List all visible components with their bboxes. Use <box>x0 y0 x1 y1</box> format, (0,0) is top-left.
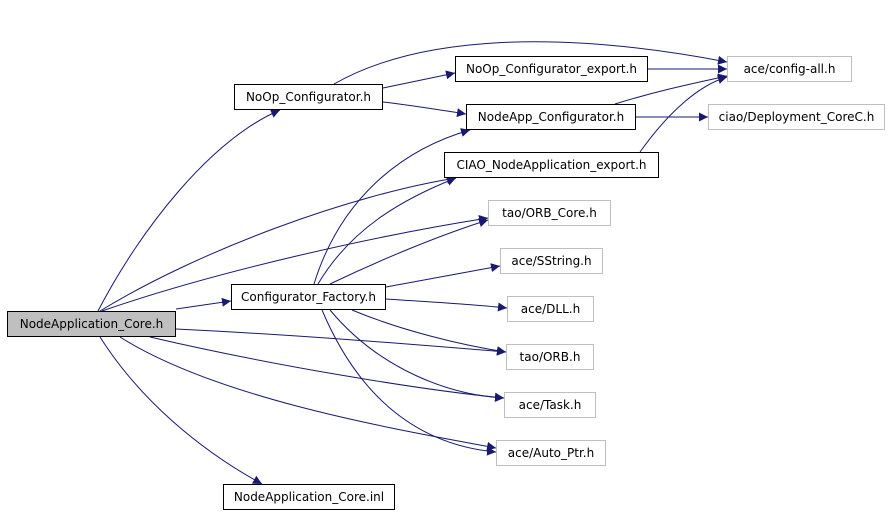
node-nodeapp-configurator-h[interactable]: NodeApp_Configurator.h <box>466 104 636 130</box>
edge-root-to-orb <box>175 328 507 356</box>
node-noop-configurator-export-h[interactable]: NoOp_Configurator_export.h <box>455 56 648 82</box>
edge-factory-to-nodeapp <box>313 128 471 285</box>
edge-ciao-export-to-config-all <box>639 75 728 153</box>
edge-root-to-noop <box>97 109 281 312</box>
edge-noop-to-nodeapp <box>382 101 467 118</box>
node-ace-auto-ptr-h[interactable]: ace/Auto_Ptr.h <box>496 440 606 466</box>
edge-root-to-autoptr <box>119 336 497 451</box>
node-nodeapplication-core-h[interactable]: NodeApplication_Core.h <box>7 311 176 337</box>
node-ciao-deployment-corec-h[interactable]: ciao/Deployment_CoreC.h <box>708 104 885 130</box>
node-ace-config-all-h[interactable]: ace/config-all.h <box>727 56 852 82</box>
node-nodeapplication-core-inl[interactable]: NodeApplication_Core.inl <box>223 484 395 510</box>
node-configurator-factory-h[interactable]: Configurator_Factory.h <box>231 284 386 310</box>
node-ace-dll-h[interactable]: ace/DLL.h <box>507 296 594 322</box>
node-tao-orb-core-h[interactable]: tao/ORB_Core.h <box>488 200 611 226</box>
edge-root-to-orb-core <box>101 214 489 312</box>
node-tao-orb-h[interactable]: tao/ORB.h <box>506 344 594 370</box>
node-ace-sstring-h[interactable]: ace/SString.h <box>500 248 603 274</box>
edge-factory-to-task <box>329 309 505 402</box>
edge-factory-to-orb <box>351 309 507 356</box>
edge-noop-to-config-all <box>333 41 728 85</box>
edge-noop-to-noop-export <box>382 70 456 89</box>
edge-factory-to-dll <box>385 298 508 312</box>
node-ace-task-h[interactable]: ace/Task.h <box>504 392 596 418</box>
edge-factory-to-ciao-export <box>317 177 457 285</box>
node-ciao-nodeapplication-export-h[interactable]: CIAO_NodeApplication_export.h <box>444 152 659 178</box>
edge-root-to-inl <box>99 336 263 485</box>
edge-root-to-factory <box>175 297 232 310</box>
edge-root-to-ciao-export <box>99 174 457 312</box>
edge-factory-to-autoptr <box>321 309 497 456</box>
edge-root-to-task <box>149 336 505 402</box>
edge-factory-to-sstring <box>385 263 501 288</box>
edge-factory-to-orb-core <box>329 218 489 285</box>
node-noop-configurator-h[interactable]: NoOp_Configurator.h <box>234 84 383 110</box>
